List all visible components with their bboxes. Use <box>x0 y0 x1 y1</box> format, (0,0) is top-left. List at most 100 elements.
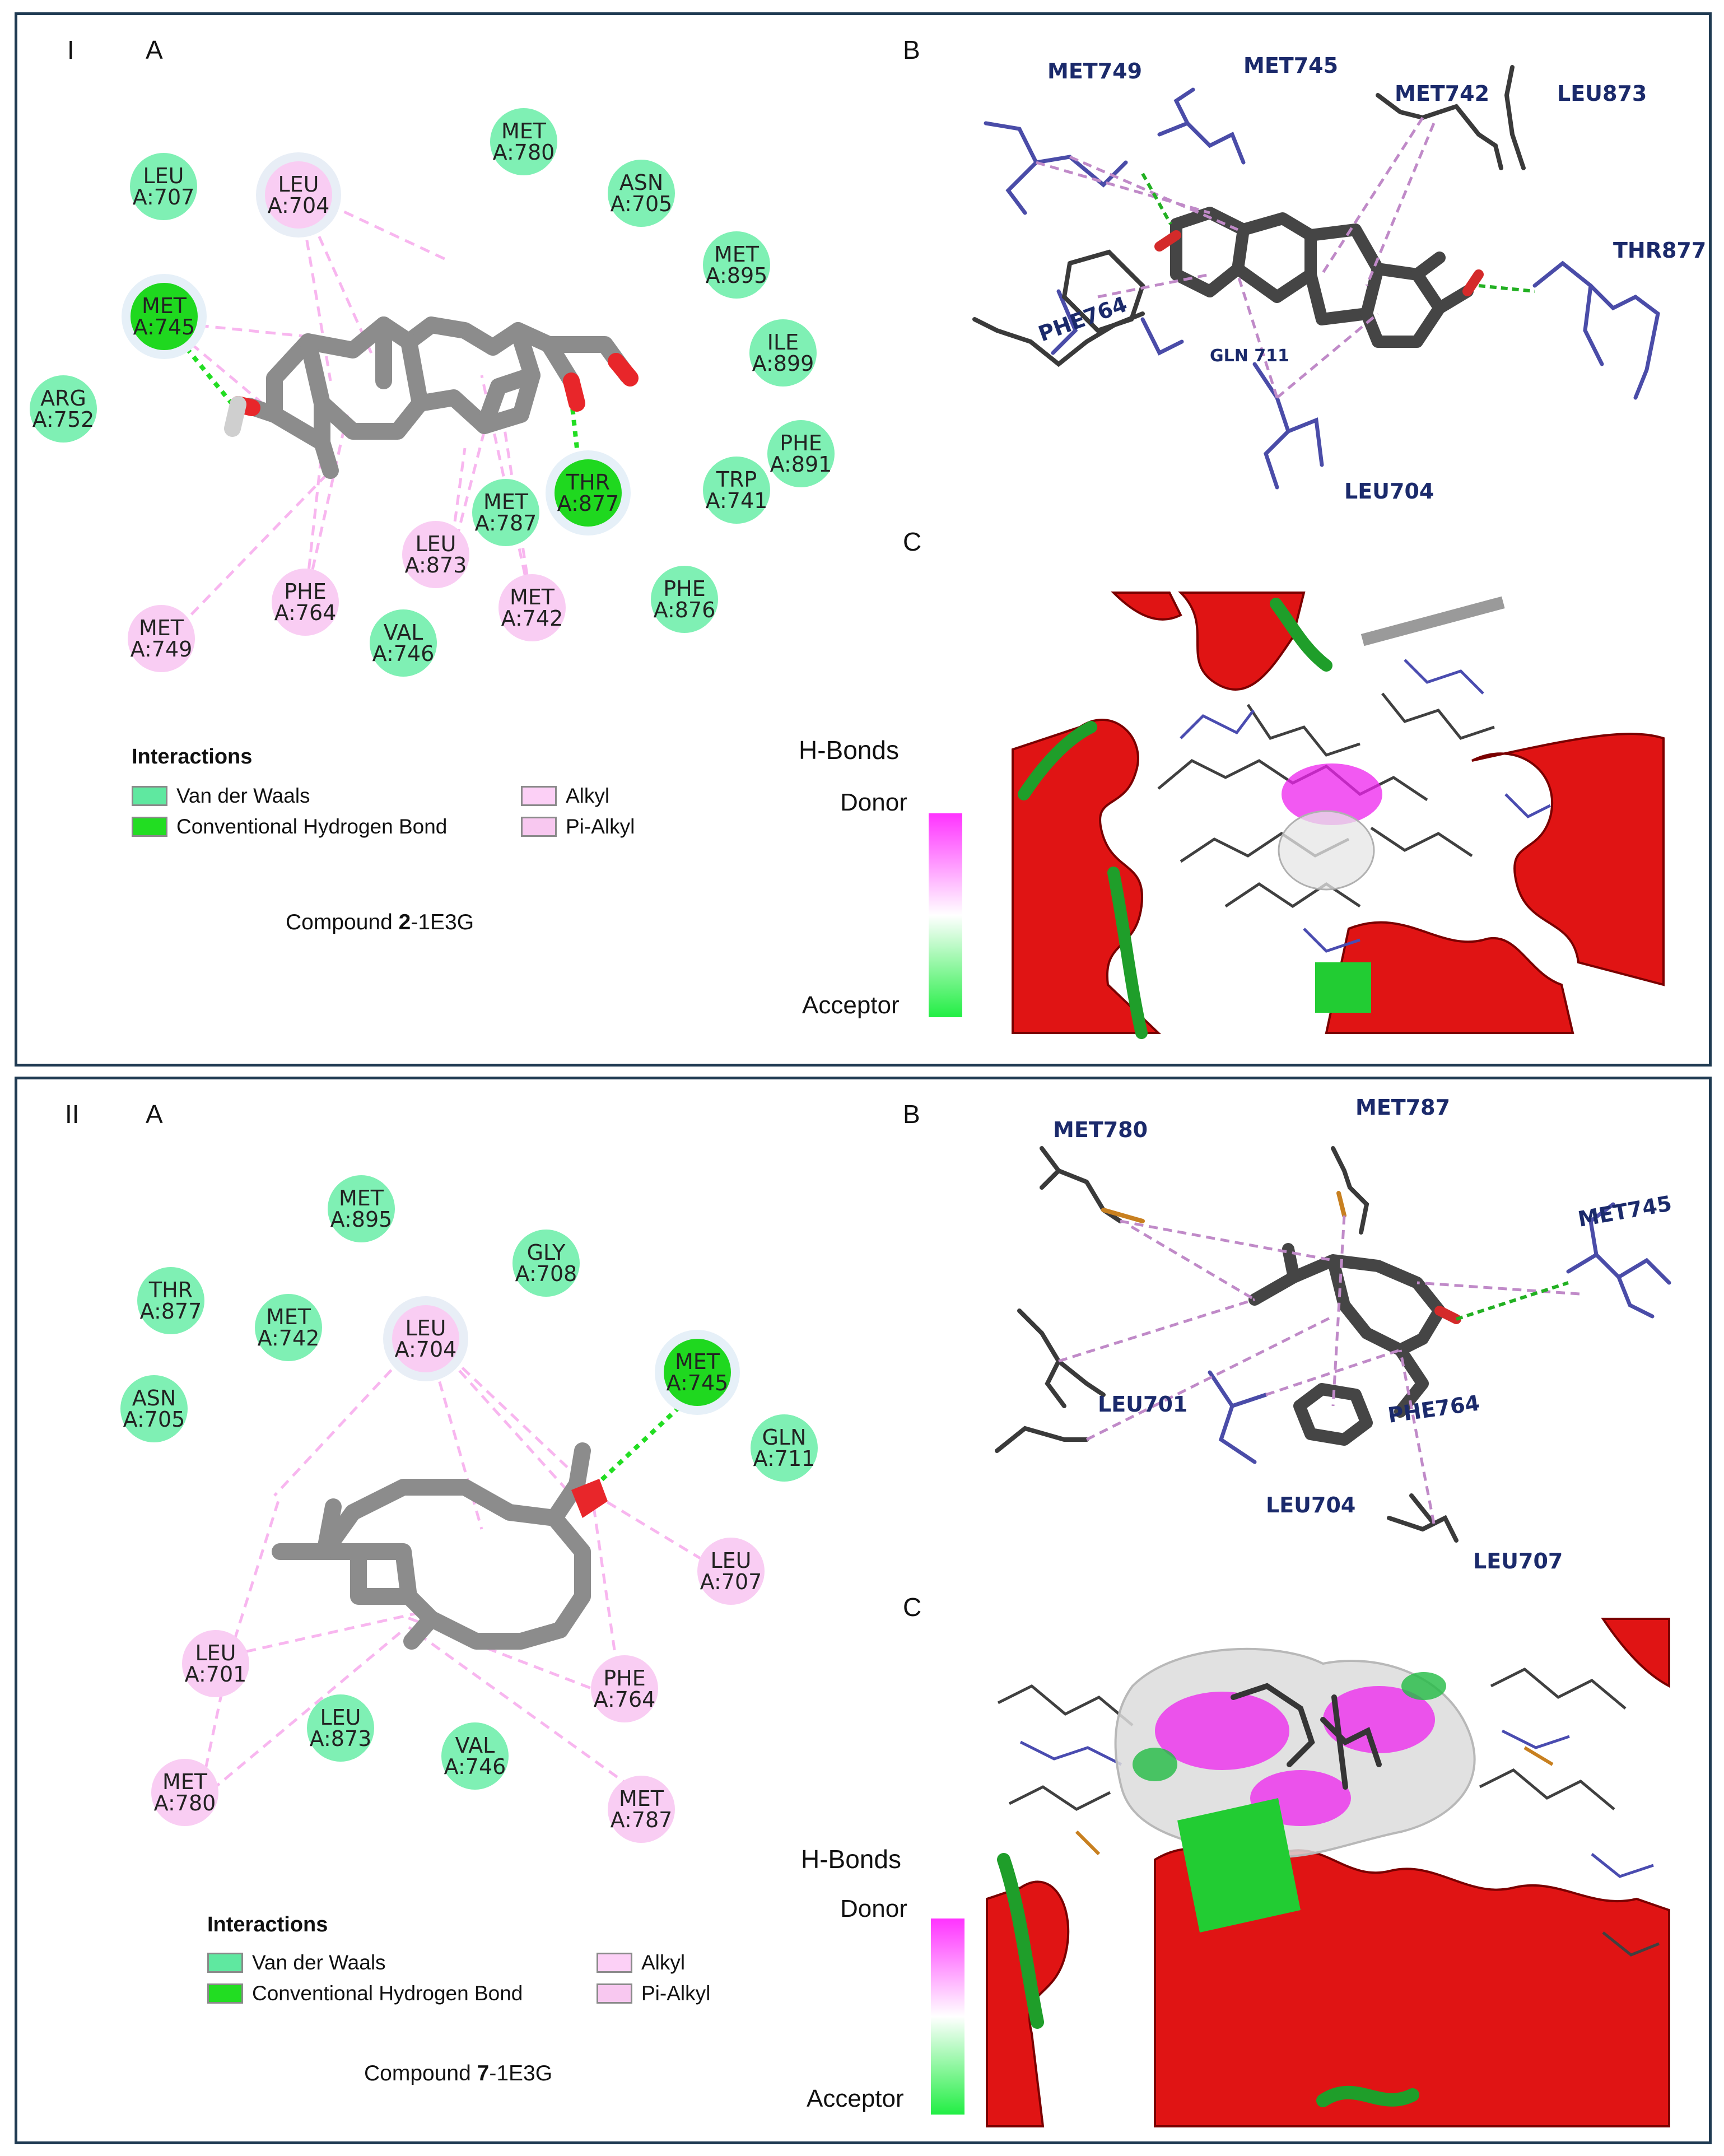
panel-ii-compound-num: 7 <box>477 2061 490 2085</box>
panel-ii-blue-sticks <box>1019 1729 1654 1878</box>
legend-label-hbond: Conventional Hydrogen Bond <box>252 1982 523 2005</box>
panel-ii-legend-alkyl: Alkyl <box>597 1951 685 1975</box>
panel-i-ligand-oxygens <box>224 353 639 437</box>
residue-name: PHE <box>780 431 822 455</box>
panel-i-compound-suffix: -1E3G <box>411 910 474 934</box>
panel-ii-legend-vdw: Van der Waals <box>207 1951 386 1975</box>
panel-ii-3d-label-leu704: LEU704 <box>1266 1493 1355 1517</box>
residue-name: LEU <box>195 1641 236 1665</box>
residue-id: A:891 <box>770 452 832 477</box>
legend-swatch-vdw <box>207 1953 243 1973</box>
panel-ii-hbond-lines <box>592 1404 682 1489</box>
residue-name: MET <box>339 1186 384 1210</box>
legend-label-hbond: Conventional Hydrogen Bond <box>176 815 448 838</box>
legend-label-alkyl: Alkyl <box>566 784 610 807</box>
panel-i-legend-title: Interactions <box>132 745 253 769</box>
residue-id: A:780 <box>154 1791 216 1815</box>
panel-ii-legend-title: Interactions <box>207 1913 328 1936</box>
panel-i-sub-c: C <box>903 527 922 556</box>
panel-ii-3d-hbond-lines <box>1456 1281 1569 1321</box>
panel-ii-3d-label-met787: MET787 <box>1355 1095 1450 1120</box>
panel-i-3d-label-leu704: LEU704 <box>1344 479 1434 504</box>
residue-id: A:787 <box>611 1808 673 1832</box>
panel-i-3d-label-met745: MET745 <box>1243 53 1338 78</box>
panel-ii-3d-oxygen <box>1434 1306 1461 1324</box>
legend-label-alkyl: Alkyl <box>641 1951 686 1974</box>
legend-swatch-vdw <box>132 786 167 806</box>
residue-id: A:704 <box>268 193 330 218</box>
panel-i-surface-view <box>1012 592 1665 1039</box>
residue-name: PHE <box>284 579 327 604</box>
panel-ii-3d-label-met780: MET780 <box>1053 1117 1148 1142</box>
panel-i-helices <box>1012 592 1665 1034</box>
residue-name: VAL <box>384 620 423 645</box>
panel-i-legend-vdw: Van der Waals <box>132 784 310 808</box>
residue-id: A:707 <box>700 1570 762 1594</box>
panel-i-3d-carbon-sticks <box>972 65 1526 367</box>
panel-ii-ligand <box>272 1442 591 1650</box>
residue-id: A:707 <box>133 185 195 209</box>
residue-id: A:895 <box>330 1207 393 1232</box>
panel-i-3d-ligand <box>1170 207 1474 348</box>
legend-swatch-alkyl <box>597 1953 632 1973</box>
panel-ii-sticks <box>997 1668 1660 1957</box>
residue-id: A:705 <box>611 192 673 216</box>
residue-name: VAL <box>455 1733 495 1758</box>
panel-i-donor-surface <box>1282 763 1382 825</box>
residue-id: A:877 <box>557 491 619 516</box>
residue-id: A:742 <box>258 1326 320 1351</box>
residue-id: A:711 <box>753 1446 816 1471</box>
panel-ii-3d-label-met745: MET745 <box>1576 1191 1674 1232</box>
panel-ii-sub-c: C <box>903 1592 922 1622</box>
legend-label-pialkyl: Pi-Alkyl <box>566 815 635 838</box>
panel-ii-3d-blue-sticks <box>1208 1202 1671 1464</box>
panel-ii-hbonds-acceptor: Acceptor <box>807 2085 904 2112</box>
residue-name: MET <box>139 616 184 640</box>
panel-i-3d-label-leu873: LEU873 <box>1557 81 1647 106</box>
residue-name: MET <box>619 1786 664 1811</box>
panel-i-legend-pialkyl: Pi-Alkyl <box>521 815 635 839</box>
legend-swatch-hbond <box>207 1983 243 2004</box>
residue-id: A:749 <box>131 637 193 662</box>
residue-name: PHE <box>603 1666 646 1691</box>
residue-id: A:742 <box>501 606 563 631</box>
panel-i-3d-label-thr877: THR877 <box>1613 238 1706 263</box>
residue-name: LEU <box>416 532 456 556</box>
panel-i-green-strands <box>1018 598 1332 1039</box>
residue-name: MET <box>142 294 187 318</box>
panel-ii-3d-label-phe764: PHE764 <box>1386 1390 1481 1428</box>
residue-id: A:877 <box>140 1299 202 1324</box>
residue-name: MET <box>510 585 555 609</box>
panel-i-acceptor-patch <box>1315 962 1371 1013</box>
panel-i-3d-residue-sticks <box>984 87 1660 490</box>
panel-ii-legend-hbond: Conventional Hydrogen Bond <box>207 1982 523 2005</box>
panel-i-3d-label-met749: MET749 <box>1047 59 1142 83</box>
panel-ii-green-strands <box>997 1853 1419 2107</box>
panel-i-compound-num: 2 <box>398 910 411 934</box>
residue-name: ASN <box>132 1386 176 1410</box>
panel-ii-helices <box>986 1618 1670 2127</box>
panel-ii-3d-orange <box>1101 1191 1346 1223</box>
panel-i-3d-oxygens <box>1154 230 1484 296</box>
residue-name: MET <box>714 242 760 267</box>
panel-ii-hbonds-gradient <box>931 1918 964 2115</box>
